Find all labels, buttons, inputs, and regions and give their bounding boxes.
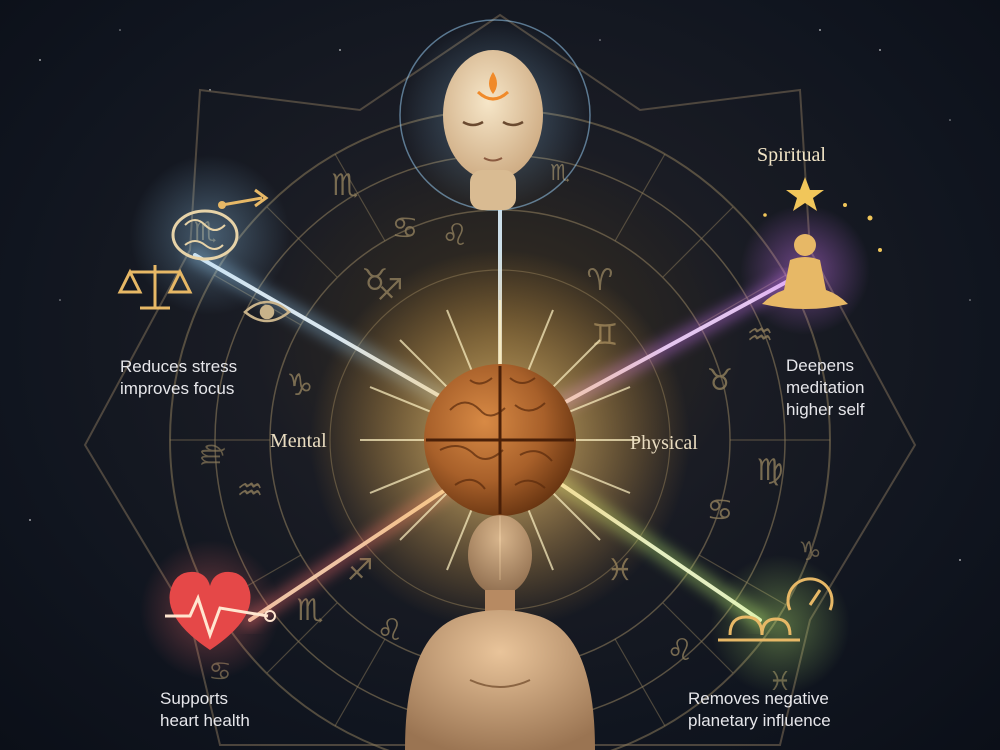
- benefit-line: meditation: [786, 378, 865, 397]
- mental-benefit-text: Reduces stress improves focus: [120, 356, 237, 400]
- svg-text:♏: ♏: [297, 593, 324, 628]
- svg-text:♌: ♌: [667, 633, 694, 668]
- eye-icon: [243, 300, 291, 323]
- physical-label: Physical: [630, 432, 698, 454]
- rudraksha-seed: [424, 364, 576, 516]
- meditating-body-figure: [405, 515, 595, 750]
- scales-icon: [117, 265, 193, 310]
- background-stars: [29, 29, 971, 561]
- svg-text:♑: ♑: [287, 368, 314, 403]
- arrow-icon: [218, 188, 269, 209]
- svg-text:♏: ♏: [332, 168, 359, 203]
- svg-text:♉: ♉: [707, 363, 734, 398]
- svg-text:♍: ♍: [197, 443, 227, 466]
- benefit-line: Reduces stress: [120, 357, 238, 376]
- svg-text:♍: ♍: [757, 453, 784, 488]
- planetary-benefit-text: Removes negative planetary influence: [688, 688, 831, 732]
- benefit-line: Deepens: [786, 356, 855, 375]
- spiritual-benefit-text: Deepens meditation higher self: [786, 355, 864, 421]
- brain-outline-icon: [130, 155, 290, 315]
- svg-text:♋: ♋: [707, 493, 734, 528]
- heart-benefit-text: Supports heart health: [160, 688, 250, 732]
- svg-text:♋: ♋: [392, 211, 419, 246]
- mental-label: Mental: [270, 430, 327, 452]
- zodiac-glyph-icon: ♏ ♋ ♌ ♈ ♊ ♉ ♐ ♑ ♒ ♉ ♒ ♋ ♐ ♓ ♏ ♌ ♌ ♍ ♏: [237, 161, 784, 668]
- heart-icon: [140, 540, 280, 680]
- svg-text:♌: ♌: [377, 613, 404, 648]
- spiritual-label: Spiritual: [757, 144, 826, 166]
- benefit-line: planetary influence: [688, 711, 831, 730]
- benefit-line: heart health: [160, 711, 250, 730]
- meditating-head-icon: [399, 19, 591, 211]
- star-icon: [763, 177, 882, 252]
- benefit-line: Supports: [160, 689, 229, 708]
- svg-text:♌: ♌: [442, 218, 469, 253]
- svg-text:♒: ♒: [237, 473, 264, 508]
- meditation-figure-icon: [740, 205, 870, 335]
- benefit-line: Removes negative: [688, 689, 829, 708]
- benefit-line: higher self: [786, 400, 865, 419]
- gauge-icon: [710, 555, 850, 695]
- benefit-line: improves focus: [120, 379, 235, 398]
